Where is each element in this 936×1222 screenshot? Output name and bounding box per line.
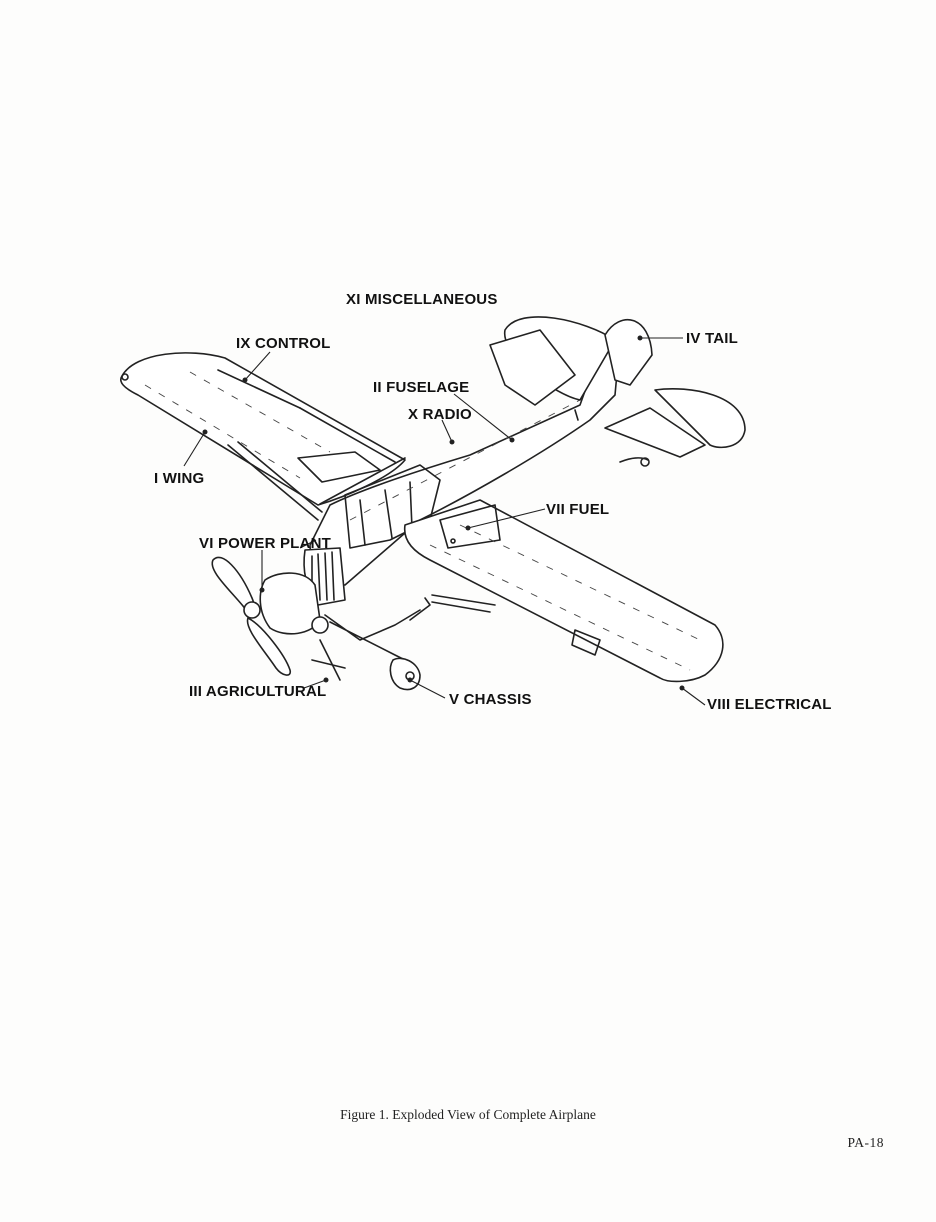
leader-lines	[183, 335, 706, 706]
label-fuel: VII FUEL	[546, 501, 609, 518]
left-wing-strut	[227, 441, 323, 521]
page-number: PA-18	[847, 1135, 884, 1150]
label-tail: IV TAIL	[686, 330, 738, 347]
label-agricultural: III AGRICULTURAL	[189, 683, 326, 700]
power-plant	[211, 556, 321, 676]
label-miscellaneous: XI MISCELLANEOUS	[346, 291, 498, 308]
label-radio: X RADIO	[408, 406, 472, 423]
right-wing	[403, 499, 724, 683]
label-control: IX CONTROL	[236, 335, 331, 352]
label-fuselage: II FUSELAGE	[373, 379, 469, 396]
right-wing-strut	[431, 594, 496, 613]
tail-assembly	[489, 316, 746, 467]
label-wing: I WING	[154, 470, 204, 487]
left-wing	[120, 352, 406, 506]
label-electrical: VIII ELECTRICAL	[707, 696, 832, 713]
figure-caption: Figure 1. Exploded View of Complete Airp…	[340, 1107, 596, 1122]
label-power-plant: VI POWER PLANT	[199, 535, 331, 552]
label-chassis: V CHASSIS	[449, 691, 532, 708]
landing-gear	[311, 597, 431, 691]
